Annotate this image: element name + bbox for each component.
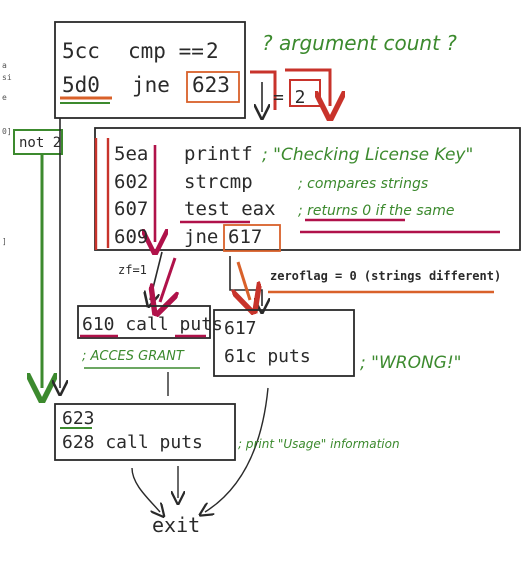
block2-op-1: printf <box>184 143 253 165</box>
block2-op-4: jne <box>184 226 218 248</box>
block1-arg-1: 2 <box>206 39 219 63</box>
margin-char: a <box>2 61 7 70</box>
zf1-label: zf=1 <box>118 263 147 277</box>
usage-to-exit-arrow <box>131 467 160 512</box>
block2-op-3: test eax <box>184 198 276 220</box>
block2-left-marks <box>94 138 110 250</box>
block1-op-1: cmp == <box>128 39 204 63</box>
margin-char: si <box>2 73 12 82</box>
access-line: 610 call puts <box>82 314 223 335</box>
block2-addr-1: 5ea <box>114 143 148 165</box>
zf0-orange-arrow <box>238 261 250 300</box>
wrong-block-box <box>213 309 355 377</box>
block2-addr-3: 607 <box>114 198 148 220</box>
not2-box <box>13 129 63 155</box>
zf1-ink-arrow <box>150 251 163 300</box>
zf1-mag-arrow <box>160 257 175 302</box>
wrong-comment: ; "WRONG!" <box>360 353 461 373</box>
margin-residue: a si e 0] ] <box>2 61 12 246</box>
block2-op-2: strcmp <box>184 171 253 193</box>
block2-addr-2: 602 <box>114 171 148 193</box>
access-comment: ; ACCES GRANT <box>82 349 185 364</box>
block1-arg-2: 623 <box>192 73 230 97</box>
block1-addr-1: 5cc <box>62 39 100 63</box>
jne-target-box <box>223 224 281 252</box>
margin-char: e <box>2 93 7 102</box>
block2-comment-3: ; returns 0 if the same <box>298 203 454 219</box>
block1-op-2: jne <box>132 73 170 97</box>
eq2-red-arrow <box>285 68 330 106</box>
exit-label: exit <box>152 513 200 537</box>
wrong-line-1: 617 <box>224 318 257 339</box>
block-1-box <box>54 21 246 119</box>
block2-comment-1: ; "Checking License Key" <box>262 145 473 165</box>
zf0-ink-arrow <box>229 256 262 306</box>
wrong-to-exit-arrow <box>205 387 269 512</box>
usage-line-1: 623 <box>62 408 95 429</box>
argument-count-note: ? argument count ? <box>262 31 457 55</box>
block2-addr-4: 609 <box>114 226 148 248</box>
usage-comment: ; print "Usage" information <box>238 437 400 451</box>
wrong-line-2: 61c puts <box>224 346 311 367</box>
margin-char: ] <box>2 237 7 246</box>
access-block-box <box>77 305 211 339</box>
margin-char: 0] <box>2 127 12 136</box>
not2-label: not 2 <box>19 135 61 151</box>
block1-addr-2: 5d0 <box>62 73 100 97</box>
returns-underline <box>300 218 500 234</box>
zf0-label: zeroflag = 0 (strings different) <box>270 269 501 283</box>
usage-block-box <box>54 403 236 461</box>
jump-target-box <box>186 71 240 103</box>
block2-comment-2: ; compares strings <box>298 176 428 192</box>
block2-arg-4: 617 <box>228 226 262 248</box>
eq2-branch-line <box>250 70 277 110</box>
usage-line-2: 628 call puts <box>62 432 203 453</box>
